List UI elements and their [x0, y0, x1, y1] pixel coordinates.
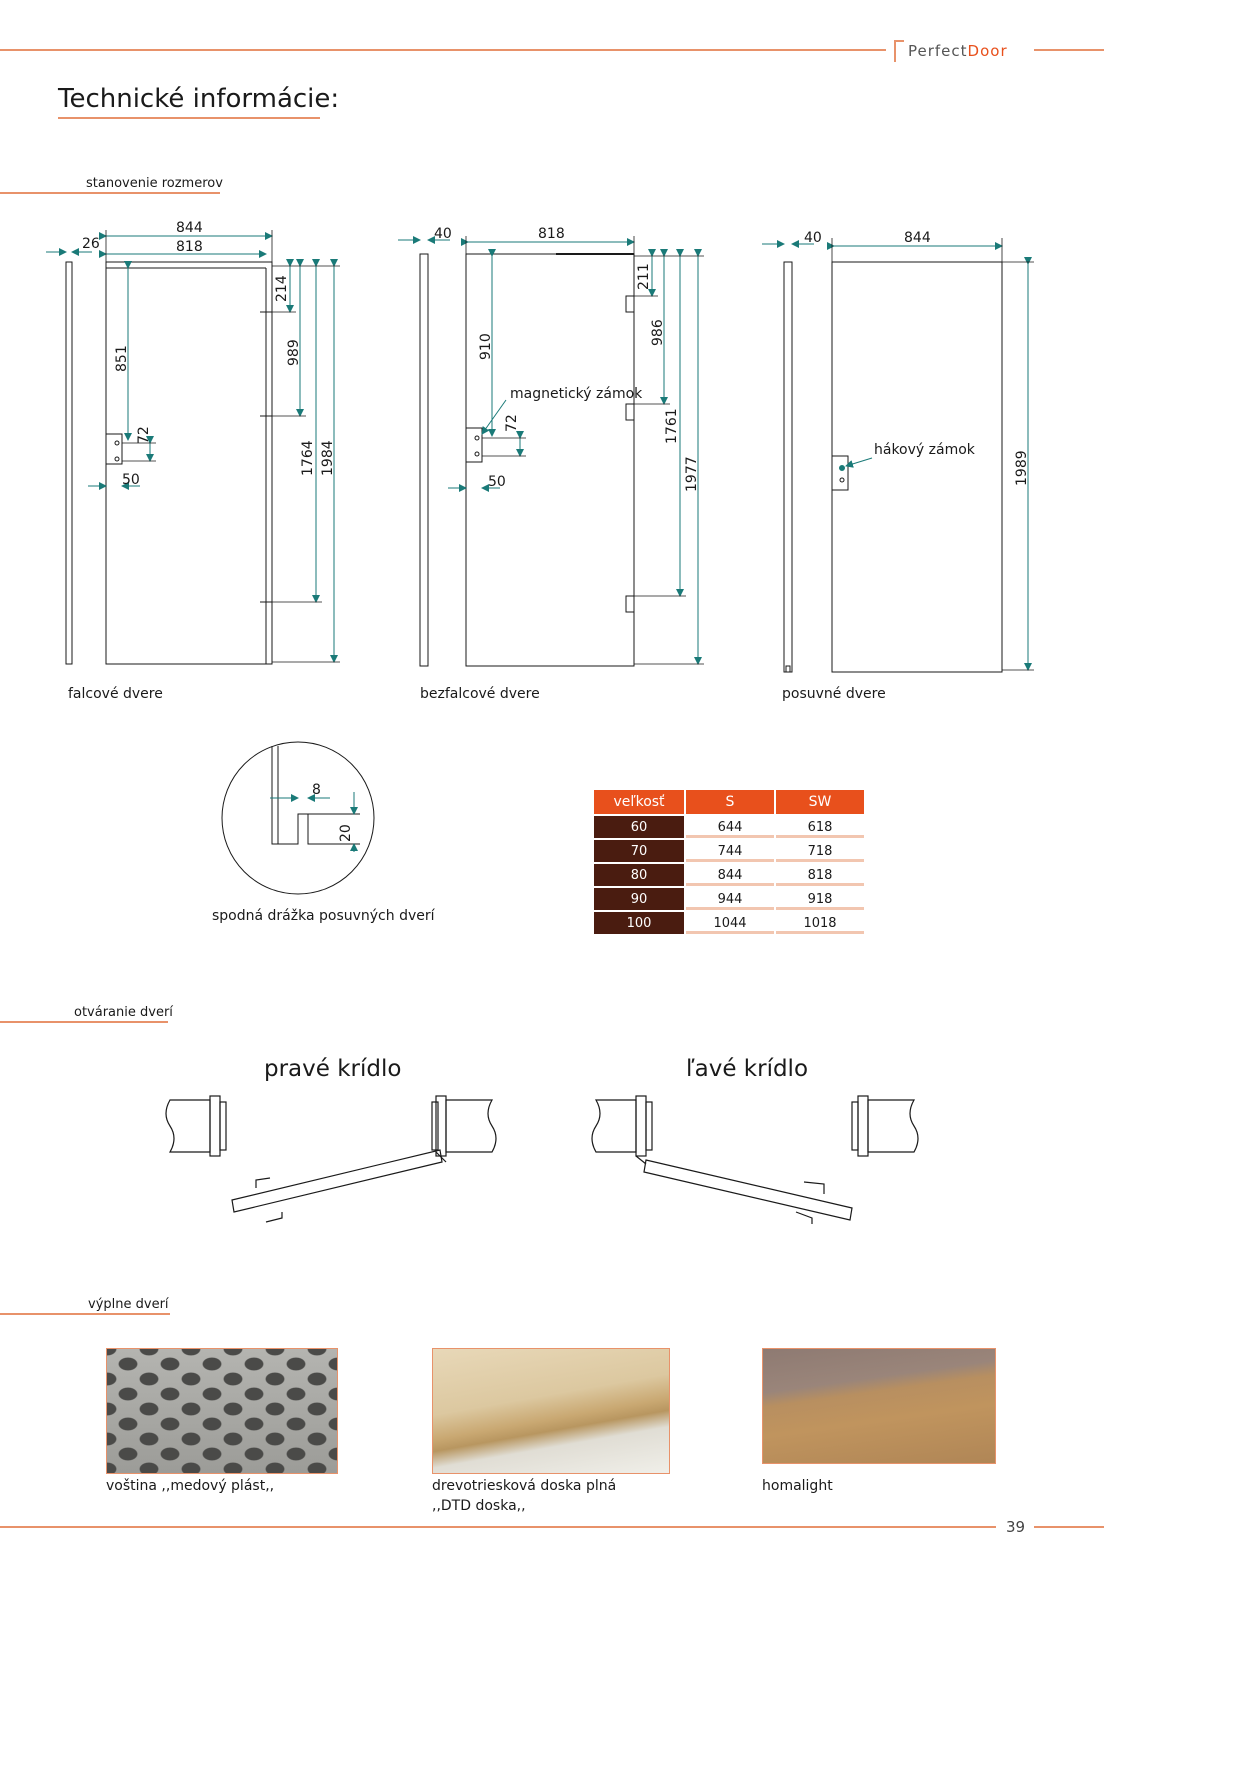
page-title-underline	[58, 117, 320, 119]
drawing-opening-right	[165, 1095, 497, 1223]
caption-falcove-door: falcové dvere	[68, 686, 163, 702]
table-header-sw: SW	[776, 790, 864, 814]
caption-bezfalcove-door: bezfalcové dvere	[420, 686, 540, 702]
brand-name-part1: Perfect	[908, 42, 968, 60]
table-cell-s: 944	[686, 888, 774, 910]
filling-image-particleboard	[432, 1348, 670, 1474]
dim-falcove-851: 851	[114, 345, 130, 372]
table-cell-sw: 1018	[776, 912, 864, 934]
dim-falcove-989: 989	[286, 339, 302, 366]
header-rule-left	[0, 49, 886, 51]
drawing-posuvne-door	[783, 261, 1003, 673]
brand-logo-mark	[894, 40, 904, 62]
page-number: 39	[1006, 1518, 1026, 1536]
caption-filling-particleboard-line2: ,,DTD doska,,	[432, 1498, 526, 1514]
dim-falcove-26: 26	[82, 236, 100, 252]
dims-posuvne	[762, 240, 1032, 671]
caption-posuvne-door: posuvné dvere	[782, 686, 886, 702]
table-row: 60 644 618	[594, 816, 864, 838]
dim-falcove-818: 818	[176, 239, 203, 255]
dim-falcove-50: 50	[122, 472, 140, 488]
table-cell-s: 1044	[686, 912, 774, 934]
footer-rule-left	[0, 1526, 996, 1528]
brand-name-part2: Door	[967, 42, 1008, 60]
brand-logo: PerfectDoor	[908, 42, 1008, 60]
dim-falcove-1984: 1984	[320, 440, 336, 476]
table-cell-size: 90	[594, 888, 684, 910]
table-row: 90 944 918	[594, 888, 864, 910]
dim-bezfalcove-1761: 1761	[664, 408, 680, 444]
table-row: 100 1044 1018	[594, 912, 864, 934]
dim-falcove-844: 844	[176, 220, 203, 236]
table-cell-sw: 818	[776, 864, 864, 886]
size-table: veľkosť S SW 60 644 618 70 744 718 80 84…	[592, 788, 866, 936]
caption-filling-particleboard: drevotriesková doska plná	[432, 1478, 617, 1494]
drawing-bezfalcove-door	[419, 253, 635, 667]
table-cell-s: 844	[686, 864, 774, 886]
heading-left-leaf: ľavé krídlo	[686, 1056, 809, 1082]
dim-bezfalcove-50: 50	[488, 474, 506, 490]
dim-posuvne-844: 844	[904, 230, 931, 246]
section-rule-fillings	[0, 1313, 170, 1315]
table-cell-s: 644	[686, 816, 774, 838]
table-cell-size: 80	[594, 864, 684, 886]
table-cell-size: 100	[594, 912, 684, 934]
label-hook-lock: hákový zámok	[874, 442, 976, 458]
page-title: Technické informácie:	[58, 84, 340, 114]
dim-falcove-214: 214	[274, 275, 290, 302]
table-header-size: veľkosť	[594, 790, 684, 814]
drawing-opening-left	[591, 1095, 919, 1224]
dim-bezfalcove-986: 986	[650, 319, 666, 346]
footer-rule-right	[1034, 1526, 1104, 1528]
drawing-falcove-door	[65, 261, 273, 665]
dims-bezfalcove	[398, 236, 702, 665]
caption-filling-honeycomb: voština ,,medový plást,,	[106, 1478, 275, 1494]
heading-right-leaf: pravé krídlo	[264, 1056, 402, 1082]
section-label-dimensions: stanovenie rozmerov	[86, 176, 223, 191]
dim-groove-8: 8	[312, 782, 321, 798]
dim-bezfalcove-1977: 1977	[684, 456, 700, 492]
table-cell-size: 70	[594, 840, 684, 862]
section-label-opening: otváranie dverí	[74, 1005, 173, 1020]
section-label-fillings: výplne dverí	[88, 1297, 169, 1312]
filling-image-honeycomb	[106, 1348, 338, 1474]
caption-filling-homalight: homalight	[762, 1478, 833, 1494]
drawing-groove-detail	[221, 741, 375, 895]
table-row: 70 744 718	[594, 840, 864, 862]
section-rule-dimensions	[0, 192, 220, 194]
technical-drawings: 26 844 818 214 851 989 72 50 1764 1984 4…	[46, 220, 1034, 1224]
dim-falcove-1764: 1764	[300, 440, 316, 476]
dim-falcove-72: 72	[136, 426, 152, 444]
caption-groove-detail: spodná drážka posuvných dverí	[212, 908, 435, 924]
dims-falcove	[46, 232, 338, 663]
dim-posuvne-1989: 1989	[1014, 450, 1030, 486]
table-cell-sw: 718	[776, 840, 864, 862]
dim-bezfalcove-72: 72	[504, 414, 520, 432]
table-cell-s: 744	[686, 840, 774, 862]
dim-bezfalcove-818: 818	[538, 226, 565, 242]
table-cell-sw: 618	[776, 816, 864, 838]
dim-bezfalcove-910: 910	[478, 333, 494, 360]
header-rule-right	[1034, 49, 1104, 51]
dim-posuvne-40: 40	[804, 230, 822, 246]
dim-bezfalcove-211: 211	[636, 263, 652, 290]
dim-groove-20: 20	[338, 824, 354, 842]
table-cell-size: 60	[594, 816, 684, 838]
table-row: 80 844 818	[594, 864, 864, 886]
table-cell-sw: 918	[776, 888, 864, 910]
table-header-s: S	[686, 790, 774, 814]
section-rule-opening	[0, 1021, 168, 1023]
dim-bezfalcove-40: 40	[434, 226, 452, 242]
filling-image-homalight	[762, 1348, 996, 1464]
label-magnetic-lock: magnetický zámok	[510, 386, 643, 402]
